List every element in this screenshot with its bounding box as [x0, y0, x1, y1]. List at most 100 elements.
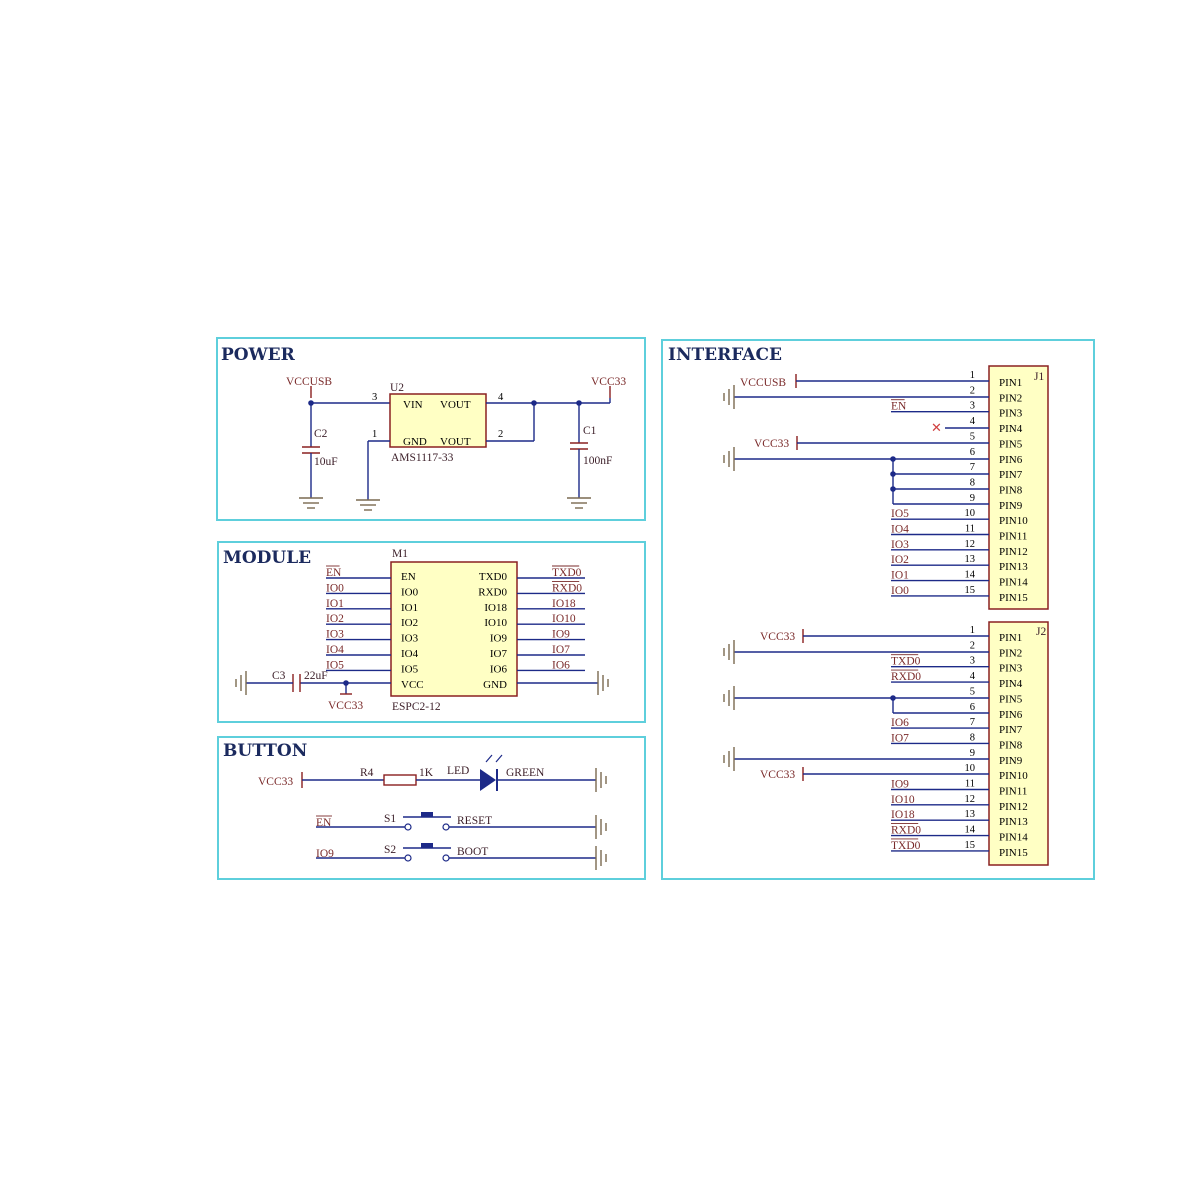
j1-pin-label-2: PIN2 [999, 392, 1022, 404]
j1-pin-label-10: PIN10 [999, 515, 1028, 527]
m1-right-pin-io7: IO7 [490, 648, 508, 660]
j2-pin-label-9: PIN9 [999, 755, 1023, 767]
j2-pin-number-12: 12 [965, 794, 976, 805]
ground-icon [723, 747, 735, 771]
u2-designator: U2 [390, 382, 404, 394]
j2-pin-number-11: 11 [965, 779, 975, 790]
j2-pin-number-2: 2 [970, 640, 975, 651]
j1-net-pin10: IO5 [891, 508, 909, 520]
module-panel-border [217, 541, 646, 723]
m1-left-net-io0: IO0 [326, 582, 344, 594]
interface-panel: INTERFACE J1 PIN11PIN22PIN33PIN44PIN55PI… [661, 339, 1095, 880]
j1-pins: PIN11PIN22PIN33PIN44PIN55PIN66PIN77PIN88… [965, 370, 1029, 604]
j1-pin-label-8: PIN8 [999, 484, 1023, 496]
no-connect-icon: ✕ [931, 421, 942, 436]
j1-pin-number-6: 6 [970, 447, 975, 458]
ground-icon [723, 447, 735, 471]
m1-left-pin-io3: IO3 [401, 633, 419, 645]
j1-pin-label-1: PIN1 [999, 377, 1022, 389]
j2-pin-label-3: PIN3 [999, 663, 1023, 675]
u2-pin-vin: VIN [403, 399, 423, 411]
ground-icon [723, 385, 735, 409]
j2-pins: PIN11PIN22PIN33PIN44PIN55PIN66PIN77PIN88… [965, 625, 1029, 859]
power-panel: POWER VCCUSB C2 10uF U2 VIN VOUT GND VOU… [216, 337, 646, 521]
interface-title: INTERFACE [668, 345, 782, 365]
u2-pin-vout: VOUT [440, 399, 471, 411]
junction-dot [531, 400, 537, 406]
u2-pinnum-3: 3 [372, 392, 377, 403]
junction-dot [890, 456, 896, 462]
m1-right-pin-io6: IO6 [490, 663, 508, 675]
j2-pin-number-10: 10 [965, 763, 976, 774]
j2-pin-number-1: 1 [970, 625, 975, 636]
j2-pin-number-3: 3 [970, 656, 975, 667]
j2-pin-label-1: PIN1 [999, 632, 1022, 644]
j2-pin-number-6: 6 [970, 702, 975, 713]
m1-right-net-rxd0: RXD0 [552, 582, 582, 594]
j2-pin-label-5: PIN5 [999, 693, 1023, 705]
m1-left-pin-en: EN [401, 571, 416, 583]
j2-net-pin13: IO18 [891, 809, 915, 821]
j2-connector [988, 621, 1049, 866]
j2-pin-number-13: 13 [965, 809, 976, 820]
j2-pin-number-5: 5 [970, 686, 975, 697]
j1-designator: J1 [1034, 371, 1044, 383]
j2-pin-label-14: PIN14 [999, 832, 1028, 844]
led-designator: LED [447, 765, 469, 777]
j1-pin-number-15: 15 [965, 585, 976, 596]
m1-left-pin-io5: IO5 [401, 663, 419, 675]
ground-icon [723, 686, 735, 710]
m1-designator: M1 [392, 548, 408, 560]
m1-right-pin-io9: IO9 [490, 633, 508, 645]
j1-pin-label-11: PIN11 [999, 531, 1027, 543]
button-en-label: EN [316, 817, 332, 829]
j2-designator: J2 [1036, 626, 1046, 638]
power-vccusb-label: VCCUSB [286, 376, 332, 388]
ground-icon [723, 640, 735, 664]
j1-pin-label-7: PIN7 [999, 469, 1023, 481]
m1-left-pin-vcc: VCC [401, 679, 424, 691]
m1-left-pin-io1: IO1 [401, 602, 418, 614]
j2-net-pin11: IO9 [891, 779, 909, 791]
s1-switch [421, 812, 433, 817]
j1-net-pin11: IO4 [891, 524, 909, 536]
ground-icon [597, 671, 609, 695]
interface-panel-border [661, 339, 1095, 880]
power-vcc33-label: VCC33 [591, 376, 626, 388]
ground-icon [595, 815, 607, 839]
u2-part-number: AMS1117-33 [391, 452, 454, 464]
j1-pin-number-7: 7 [970, 462, 975, 473]
j1-net-pin15: IO0 [891, 585, 909, 597]
j1-net-pin13: IO2 [891, 554, 909, 566]
s2-function: BOOT [457, 846, 488, 858]
m1-left-net-io3: IO3 [326, 629, 344, 641]
r4-value: 1K [419, 767, 434, 779]
junction-dot [890, 471, 896, 477]
j2-pin-label-15: PIN15 [999, 847, 1028, 859]
button-title: BUTTON [223, 741, 307, 761]
j1-pin-label-12: PIN12 [999, 546, 1028, 558]
m1-right-net-txd0: TXD0 [552, 567, 582, 579]
j1-vccusb-label: VCCUSB [740, 377, 786, 389]
c1-designator: C1 [583, 425, 597, 437]
r4-resistor [383, 774, 417, 786]
c1-value: 100nF [583, 455, 612, 467]
m1-left-pin-io4: IO4 [401, 648, 419, 660]
m1-left-net-io5: IO5 [326, 659, 344, 671]
u2-pinnum-2: 2 [498, 429, 503, 440]
junction-dot [890, 486, 896, 492]
j1-pin-number-12: 12 [965, 539, 976, 550]
j1-pin-label-6: PIN6 [999, 454, 1023, 466]
j1-pin-label-9: PIN9 [999, 500, 1023, 512]
m1-esp-module [390, 561, 518, 697]
j2-pin-label-2: PIN2 [999, 647, 1022, 659]
j2-net-pin12: IO10 [891, 794, 915, 806]
j2-net-pin14: RXD0 [891, 825, 921, 837]
button-panel: BUTTON VCC33 R4 1K LED GREEN EN S1 RESET [217, 736, 646, 880]
button-vcc33-label: VCC33 [258, 776, 293, 788]
power-panel-border [216, 337, 646, 521]
c3-designator: C3 [272, 670, 286, 682]
j1-pin-number-4: 4 [970, 416, 976, 427]
